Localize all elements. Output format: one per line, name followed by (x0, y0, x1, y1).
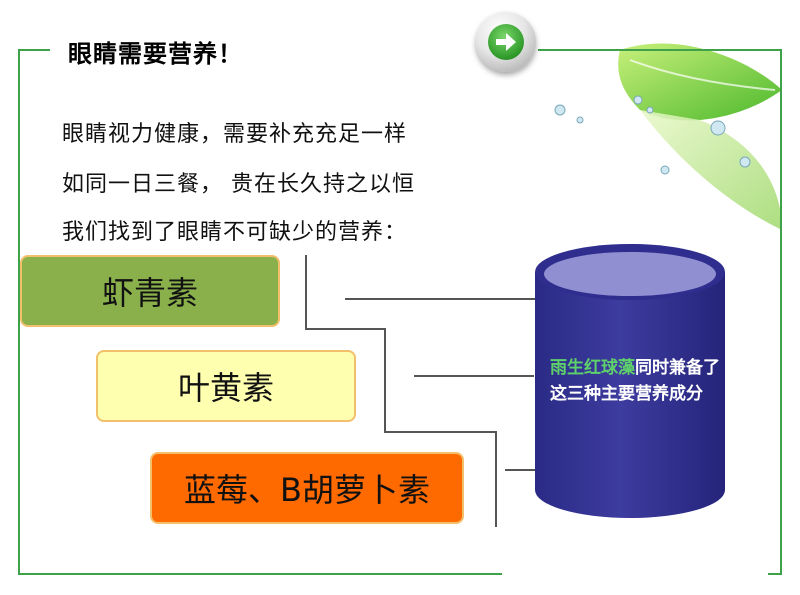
connector-horizontal-1 (305, 328, 385, 330)
next-button[interactable] (476, 12, 536, 72)
frame-top-left (18, 49, 50, 51)
connector-vertical-1 (305, 255, 307, 329)
frame-bottom-left (18, 573, 502, 575)
nutrient-box-blueberry-carotene: 蓝莓、B胡萝卜素 (150, 452, 464, 524)
nutrient-label-blueberry-carotene: 蓝莓、B胡萝卜素 (184, 471, 430, 509)
frame-bottom-right (768, 573, 782, 575)
cylinder-highlight: 雨生红球藻 (550, 358, 635, 378)
intro-line-3: 我们找到了眼睛不可缺少的营养： (62, 220, 408, 245)
frame-right (780, 49, 782, 575)
connector-to-cylinder-3 (505, 469, 535, 471)
cylinder-body-text: 同时兼备了这三种主要营养成分 (550, 358, 720, 404)
connector-vertical-2 (384, 328, 386, 432)
page-title: 眼睛需要营养！ (68, 39, 243, 68)
nutrient-box-astaxanthin: 虾青素 (20, 255, 280, 327)
frame-left (18, 49, 20, 575)
frame-top-right (538, 49, 782, 51)
connector-to-cylinder-1 (345, 298, 535, 300)
cylinder-text: 雨生红球藻同时兼备了这三种主要营养成分 (550, 355, 720, 407)
nutrient-box-lutein: 叶黄素 (96, 350, 356, 422)
nutrient-label-lutein: 叶黄素 (177, 369, 274, 407)
arrow-right-icon (488, 24, 524, 60)
leaf-icon (554, 43, 782, 230)
connector-to-cylinder-2 (414, 375, 534, 377)
cylinder-shape (535, 244, 725, 518)
connector-vertical-3 (495, 431, 497, 527)
intro-line-1: 眼睛视力健康，需要补充充足一样 (62, 122, 408, 147)
connector-horizontal-2 (384, 431, 496, 433)
nutrient-label-astaxanthin: 虾青素 (101, 274, 198, 312)
intro-line-2: 如同一日三餐， 贵在长久持之以恒 (62, 172, 415, 197)
